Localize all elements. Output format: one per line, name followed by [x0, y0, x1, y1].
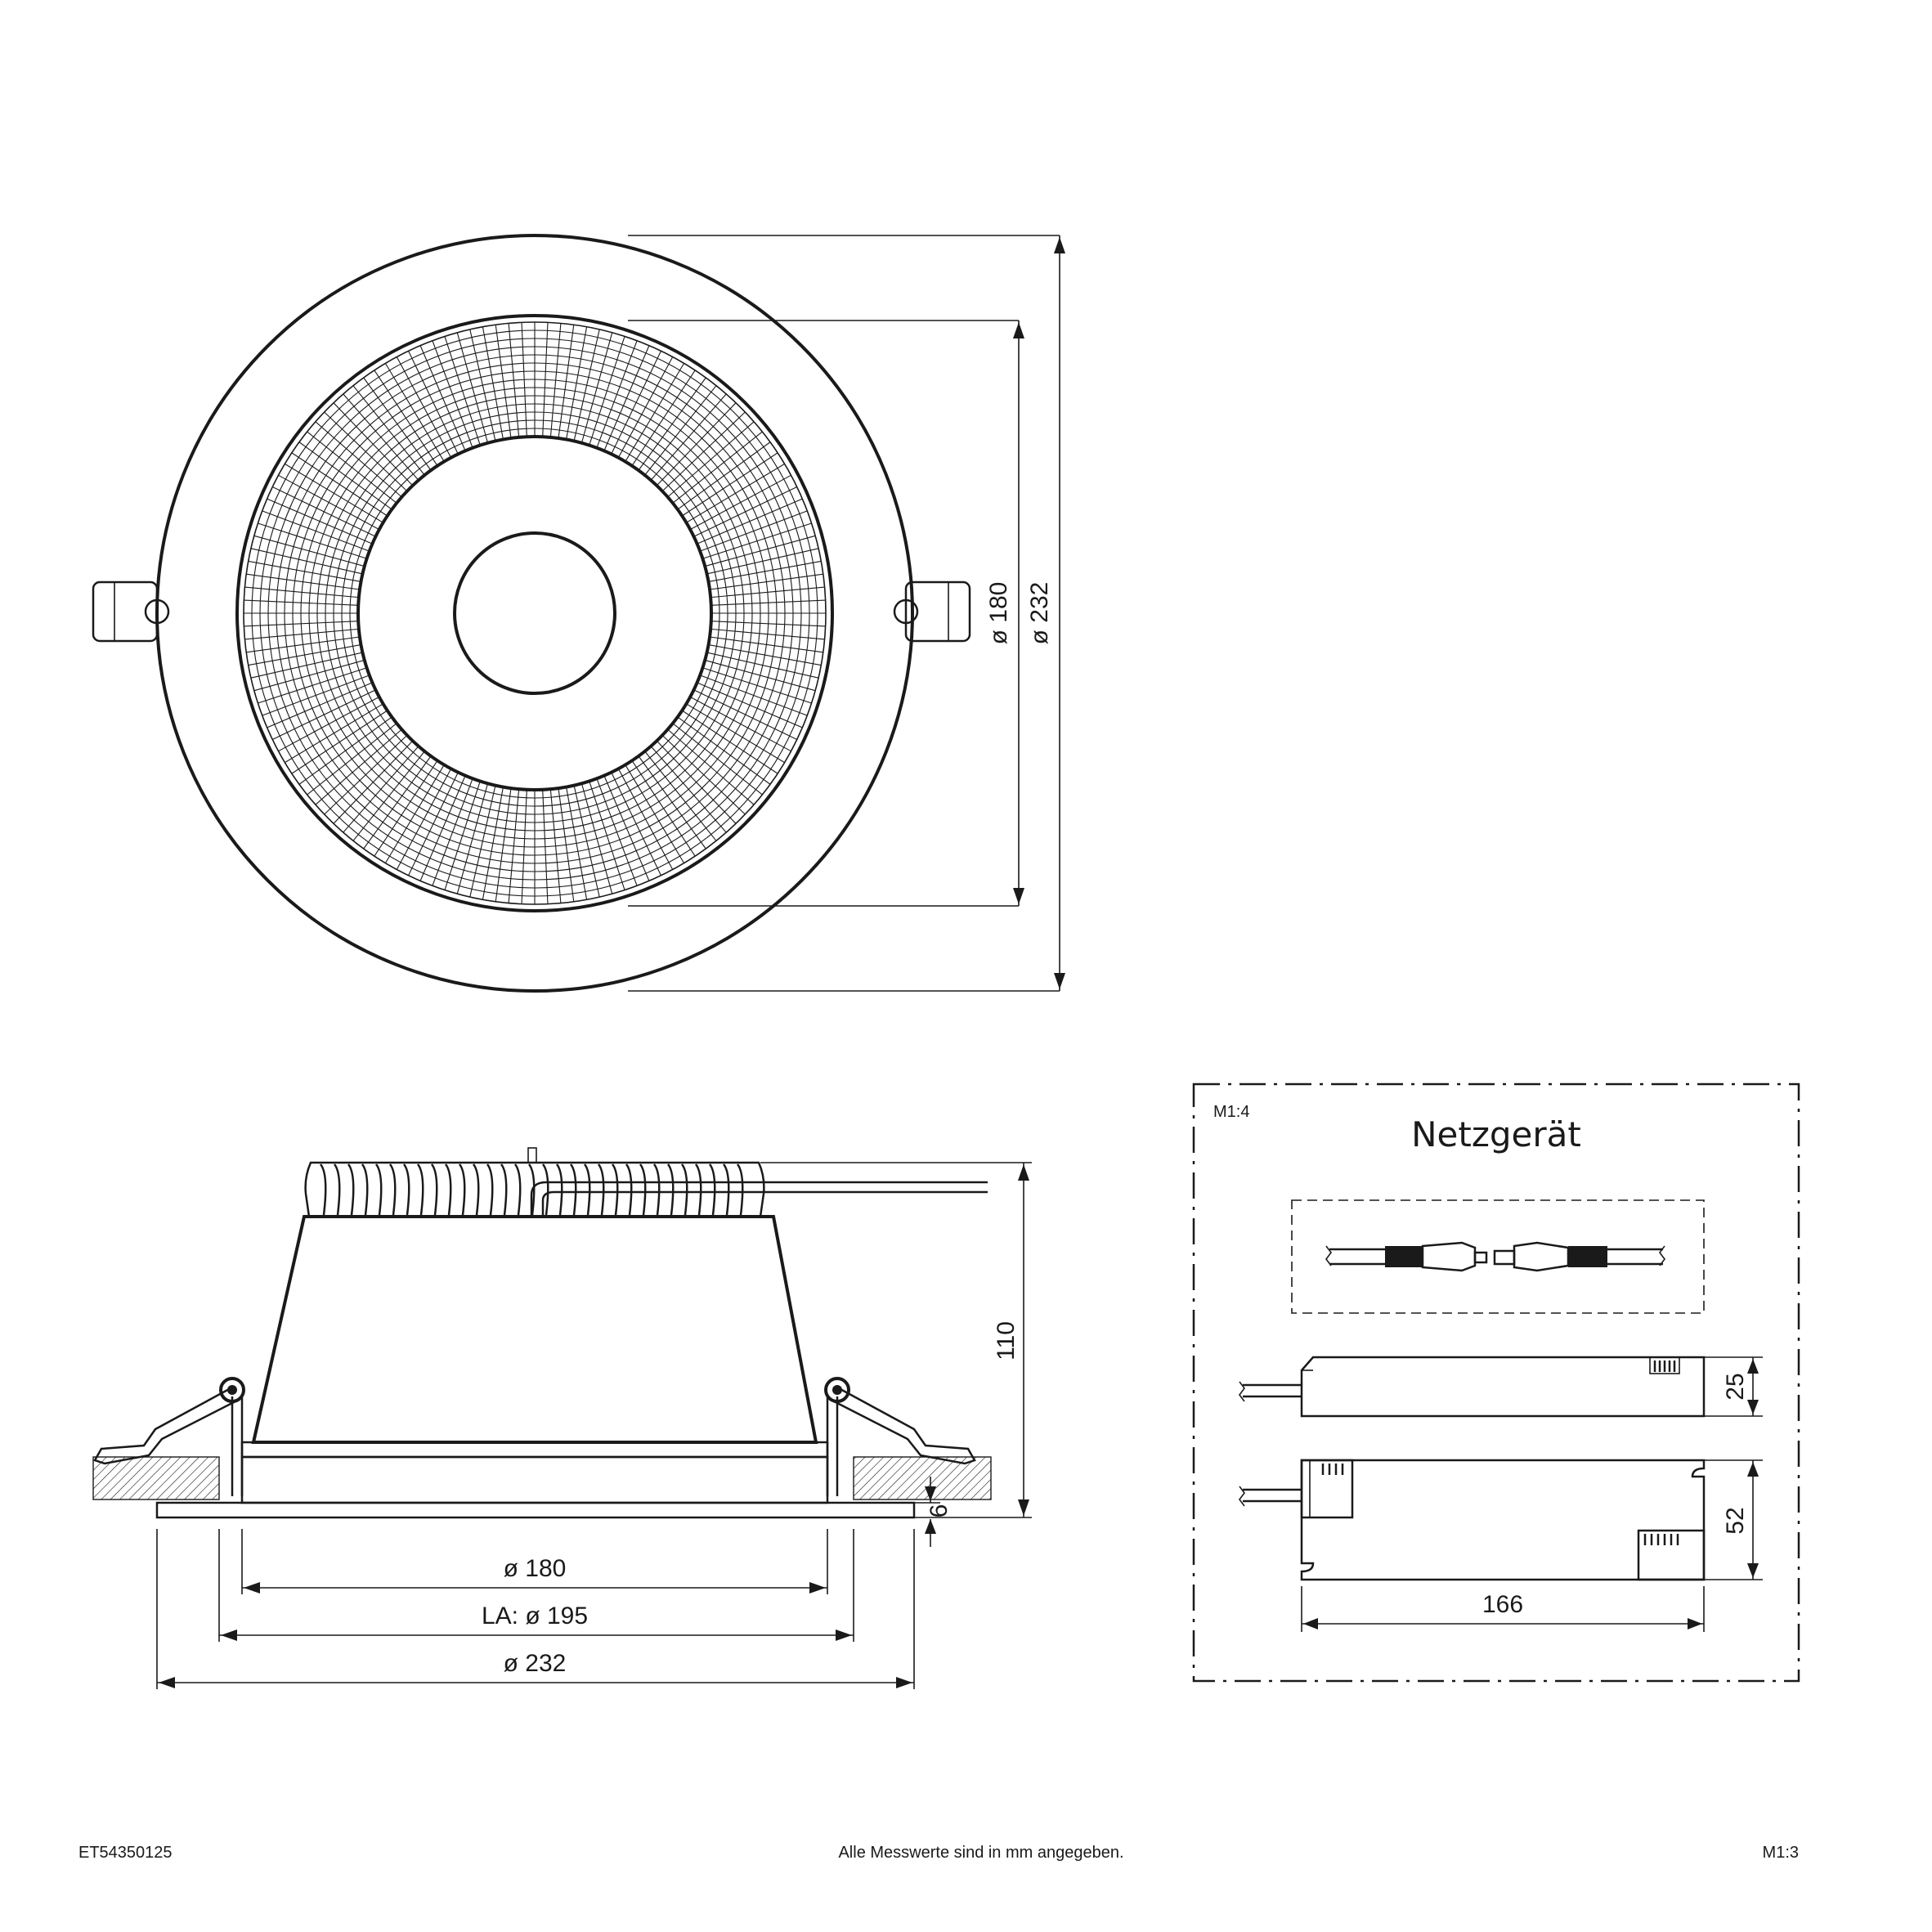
mounting-clip-right: [893, 580, 971, 643]
side-height-dimension: 110: [760, 1162, 1032, 1518]
side-view: 110 6 ø 180 LA: ø 195: [92, 1147, 1032, 1689]
top-dim-inner-diameter: ø 180: [985, 582, 1012, 645]
side-horizontal-dimensions: ø 180 LA: ø 195 ø 232: [156, 1529, 915, 1689]
power-supply-panel: M1:4 Netzgerät: [1192, 1083, 1800, 1683]
outer-rim-circle: [155, 234, 914, 993]
plug-connector: [1325, 1241, 1665, 1272]
top-view: ø 180 ø 232: [92, 234, 1065, 993]
psu-dim-height: 25: [1722, 1373, 1749, 1400]
side-rim-dimension: 6: [914, 1477, 953, 1547]
power-cable: [527, 1147, 988, 1217]
side-dim-inner-diameter: ø 180: [504, 1555, 567, 1582]
footer: ET54350125 Alle Messwerte sind in mm ang…: [78, 1844, 1799, 1862]
lamp-rim: [155, 1501, 916, 1519]
psu-top-view: 52 166: [1239, 1459, 1763, 1632]
footer-scale: M1:3: [1763, 1844, 1799, 1862]
led-lens-circle: [453, 531, 616, 695]
psu-side-view: 25: [1239, 1356, 1763, 1418]
power-supply-title: Netzgerät: [1411, 1114, 1581, 1154]
ceiling-section-left: [92, 1456, 220, 1500]
footer-article-number: ET54350125: [78, 1844, 173, 1862]
side-dim-outer-diameter: ø 232: [504, 1650, 567, 1677]
spring-clip-right: [824, 1377, 976, 1496]
power-supply-scale: M1:4: [1213, 1103, 1249, 1121]
side-dim-height: 110: [993, 1321, 1020, 1360]
top-dimensions: ø 180 ø 232: [628, 235, 1065, 992]
side-dim-rim: 6: [926, 1504, 953, 1518]
footer-note: Alle Messwerte sind in mm angegeben.: [838, 1844, 1123, 1862]
lamp-body: [251, 1215, 818, 1444]
spring-clip-left: [93, 1377, 245, 1496]
reflector-inner-circle: [356, 435, 713, 791]
reflector-outer-circle: [235, 314, 834, 912]
reflector-grid: [244, 322, 826, 904]
psu-dim-length: 166: [1482, 1591, 1523, 1618]
top-dim-outer-diameter: ø 232: [1026, 582, 1053, 645]
heatsink: [304, 1161, 765, 1218]
side-dim-cutout: LA: ø 195: [482, 1603, 588, 1629]
psu-dim-width: 52: [1722, 1507, 1749, 1534]
ceiling-section-right: [853, 1456, 992, 1500]
